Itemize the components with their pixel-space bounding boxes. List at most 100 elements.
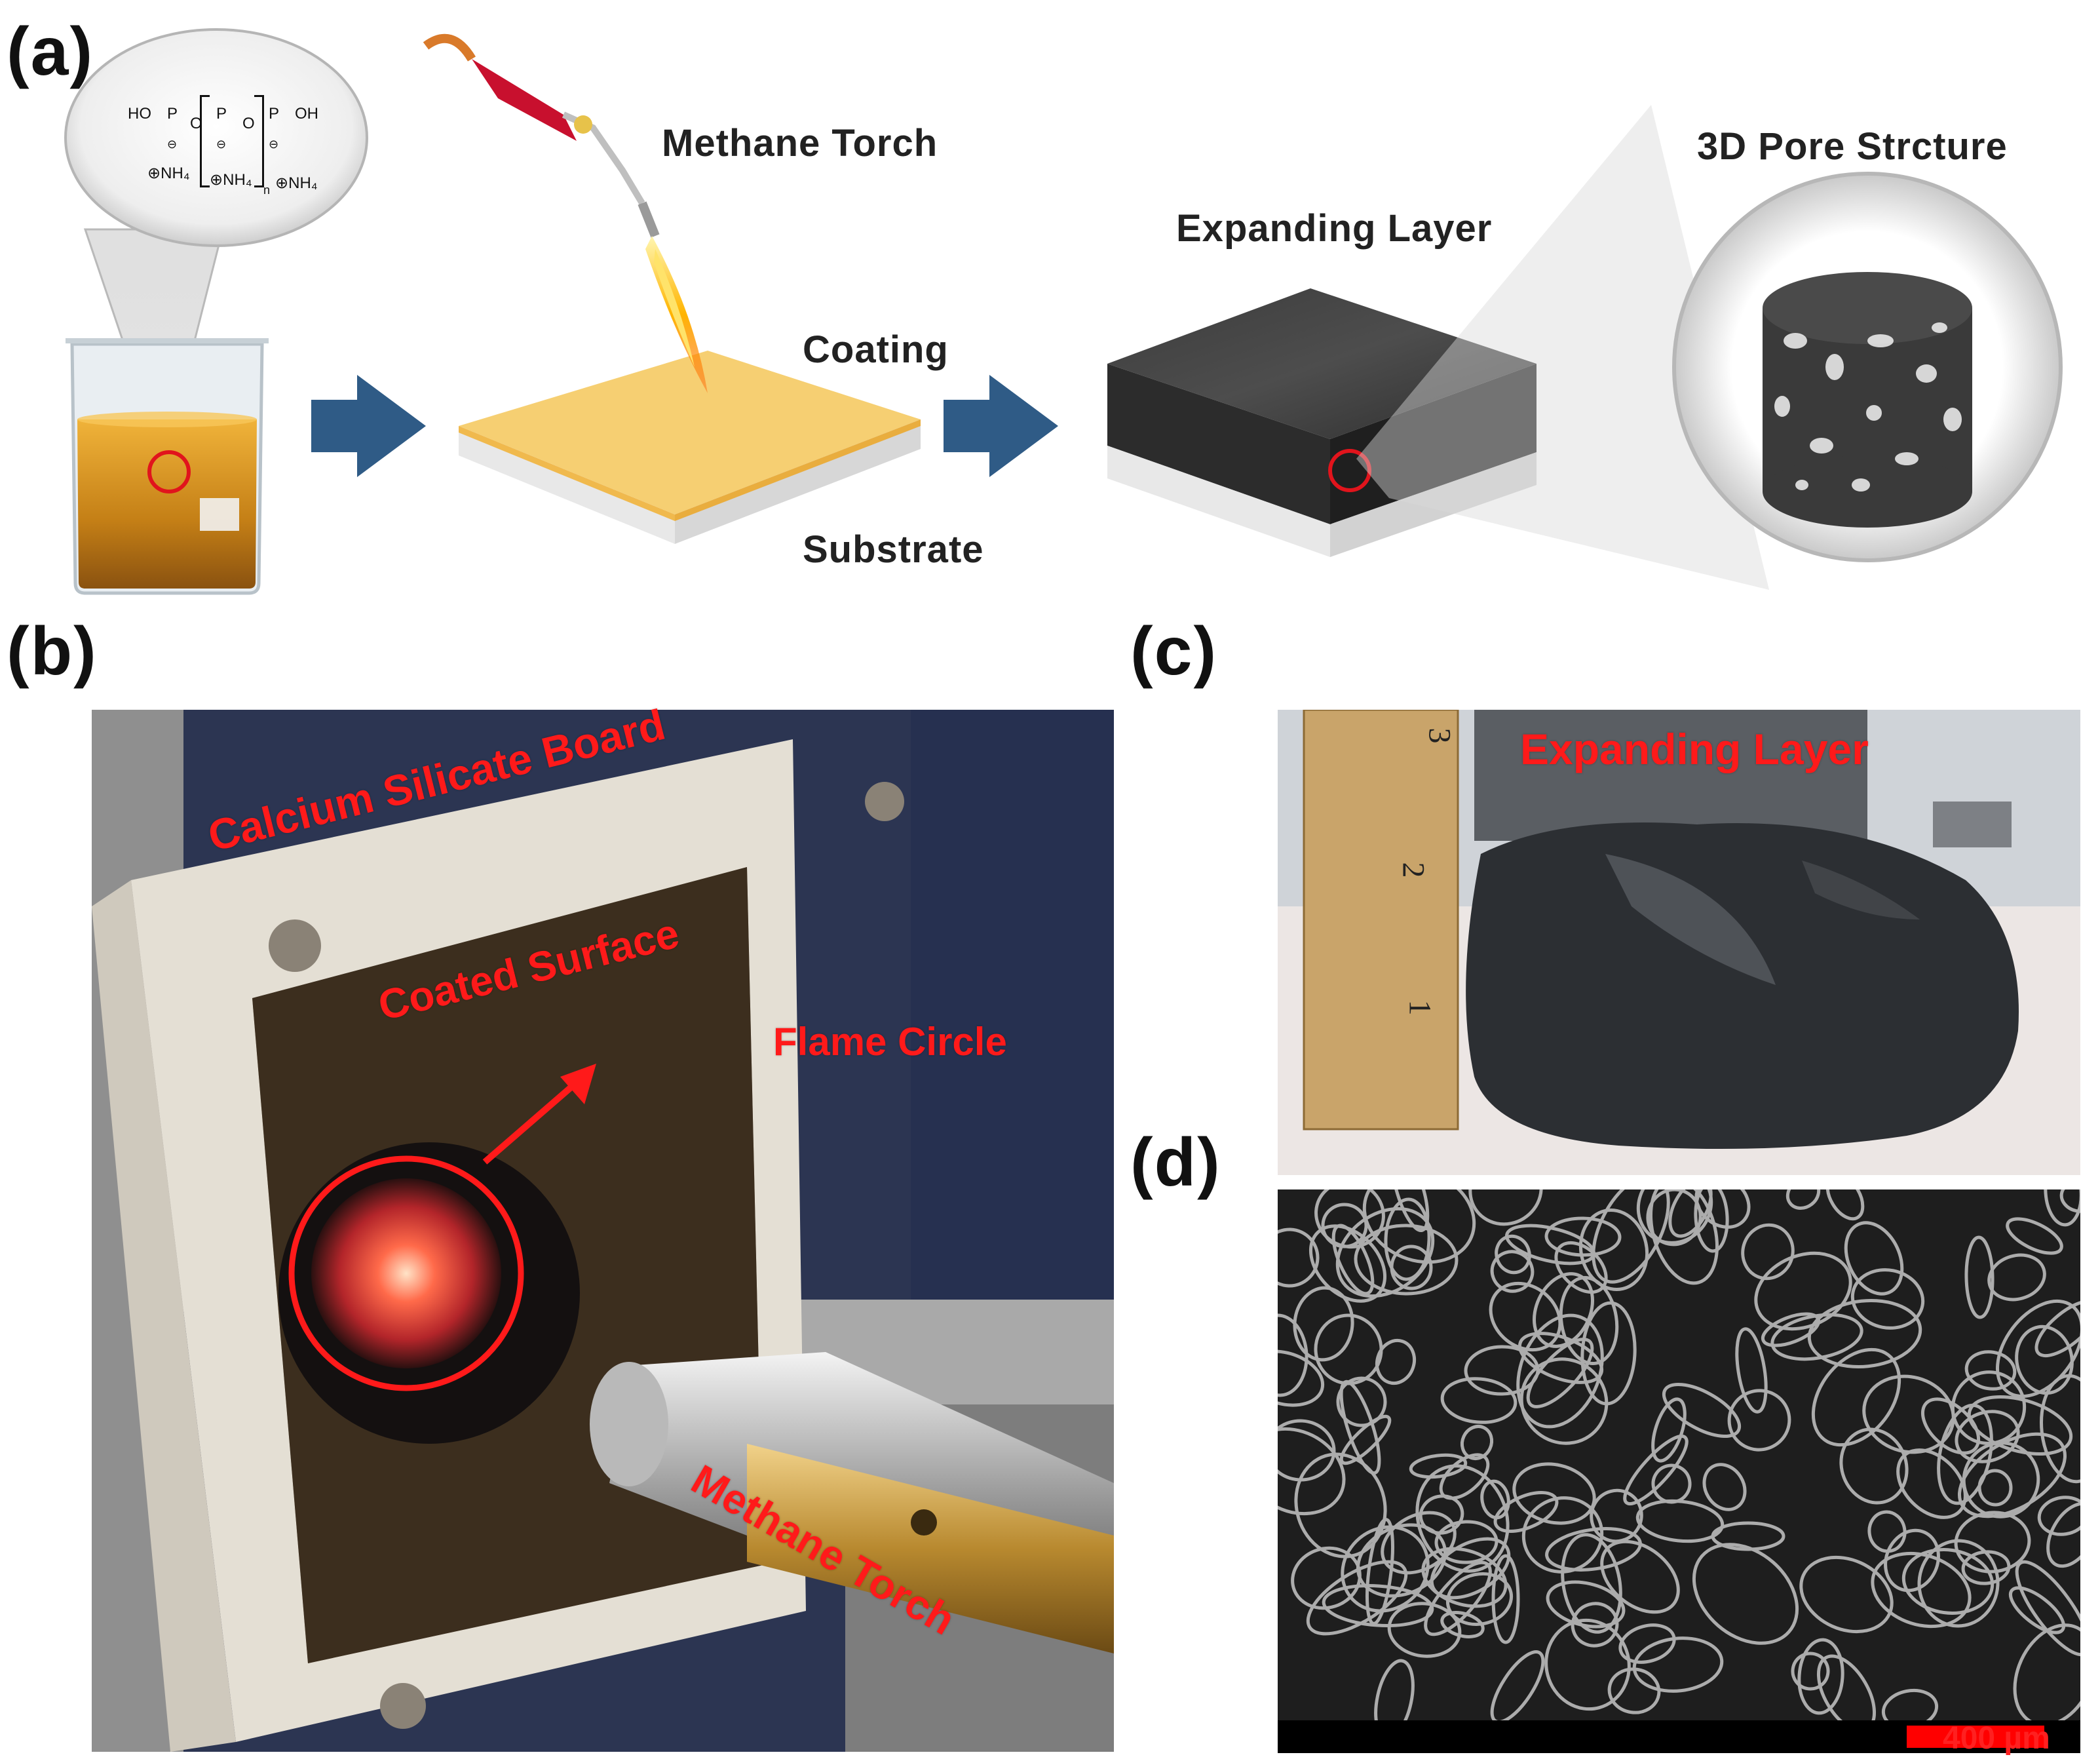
foam-cell xyxy=(1791,1652,1830,1691)
foam-cell xyxy=(1505,1224,1595,1266)
chem-nh4-2: ⊕NH₄ xyxy=(210,171,252,189)
foam-cell xyxy=(2046,1501,2080,1568)
expanding-layer-photo xyxy=(1278,710,2080,1175)
chem-bracket-left xyxy=(200,95,210,187)
foam-cell xyxy=(1807,1298,1922,1369)
foam-cell xyxy=(1862,1374,1955,1454)
foam-cell xyxy=(1578,1208,1649,1291)
chem-ho: HO xyxy=(128,105,151,123)
foam-cell xyxy=(2015,1560,2080,1657)
foam-cell xyxy=(1937,1403,1993,1505)
foam-cell xyxy=(1964,1350,2017,1391)
foam-cell xyxy=(1964,1235,1995,1319)
foam-cell xyxy=(1387,1602,1462,1658)
foam-cell xyxy=(1390,1189,1430,1232)
foam-cell xyxy=(1607,1667,1661,1714)
chem-nh4-1: ⊕NH₄ xyxy=(147,164,190,182)
foam-cell xyxy=(2037,1496,2080,1536)
foam-cell xyxy=(1489,1281,1562,1352)
foam-cell xyxy=(2015,1324,2074,1395)
foam-cell xyxy=(1668,1189,1713,1238)
foam-cell xyxy=(1662,1382,1742,1439)
foam-cell xyxy=(1384,1197,1431,1281)
foam-cell xyxy=(1735,1327,1768,1414)
foam-cell xyxy=(1480,1479,1510,1520)
foam-cell xyxy=(1871,1551,1972,1629)
foam-cell xyxy=(1331,1224,1375,1296)
foam-cell xyxy=(1341,1525,1430,1613)
foam-cell xyxy=(1867,1510,1907,1553)
panel-b-label: (b) xyxy=(7,613,98,689)
foam-cell xyxy=(1571,1602,1619,1648)
foam-cell xyxy=(1651,1397,1687,1463)
foam-cell xyxy=(1339,1414,1392,1465)
foam-cell xyxy=(1430,1537,1511,1600)
chem-neg-1: ⊖ xyxy=(167,138,178,151)
chem-n: n xyxy=(263,184,271,197)
foam-cell xyxy=(1490,1250,1535,1293)
methane-torch-label: Methane Torch xyxy=(662,122,938,164)
foam-cell xyxy=(1409,1453,1468,1479)
foam-cell xyxy=(1278,1313,1308,1397)
pore-structure-label: 3D Pore Strcture xyxy=(1697,125,2008,168)
foam-cell xyxy=(1884,1528,1940,1593)
foam-cell xyxy=(1850,1268,1925,1330)
pore-structure-sphere xyxy=(1672,172,2063,562)
foam-cell xyxy=(1375,1338,1417,1385)
foam-cell xyxy=(1362,1189,1476,1264)
foam-cell xyxy=(1727,1389,1791,1452)
foam-cell xyxy=(1825,1189,1865,1221)
foam-cell xyxy=(1618,1623,1676,1664)
chemical-structure: HO P O P O P OH ⊖ ⊖ ⊖ ⊕NH₄ ⊕NH₄ n ⊕NH₄ xyxy=(111,79,334,203)
foam-cell xyxy=(1754,1251,1852,1331)
foam-cell xyxy=(2044,1189,2080,1227)
chem-neg-2: ⊖ xyxy=(216,138,227,151)
foam-cell xyxy=(1460,1425,1494,1460)
expanding-layer-block xyxy=(1107,105,1769,590)
foam-cell xyxy=(1339,1380,1381,1475)
structure-bubble xyxy=(64,28,368,247)
foam-cell xyxy=(1278,1349,1325,1407)
foam-cell xyxy=(1917,1539,2000,1628)
foam-cell xyxy=(1294,1452,1387,1558)
ruler-mark-1: 1 xyxy=(1402,999,1438,1016)
foam-cell xyxy=(1415,1464,1510,1573)
foam-cell xyxy=(2039,1374,2080,1484)
chem-p3: P xyxy=(269,105,280,123)
foam-cell xyxy=(1896,1448,1967,1519)
foam-cell xyxy=(2034,1299,2080,1358)
foam-cell xyxy=(1987,1253,2046,1302)
foam-cell xyxy=(1544,1618,1631,1711)
foam-cell xyxy=(1468,1189,1543,1226)
panel-a-label: (a) xyxy=(7,14,94,90)
scale-bar-label: 400 µm xyxy=(1943,1721,2050,1756)
foam-cell xyxy=(1521,1496,1604,1574)
chem-nh4-3: ⊕NH₄ xyxy=(275,174,318,192)
process-arrow-2 xyxy=(944,375,1058,477)
ruler-mark-3: 3 xyxy=(1422,727,1457,744)
foam-cell xyxy=(2008,1586,2066,1634)
foam-cell xyxy=(1335,1207,1435,1298)
foam-cell xyxy=(1516,1313,1604,1429)
foam-cell xyxy=(2006,1217,2063,1255)
substrate-label: Substrate xyxy=(803,528,984,571)
foam-cell xyxy=(1635,1499,1725,1543)
foam-cell xyxy=(1421,1547,1508,1608)
beaker-icon xyxy=(66,338,269,595)
foam-cell xyxy=(1306,1560,1408,1636)
foam-cell xyxy=(1561,1533,1622,1634)
foam-cell xyxy=(1901,1548,1995,1615)
foam-cell xyxy=(1954,1511,2031,1574)
foam-cell xyxy=(1785,1189,1821,1210)
coated-substrate xyxy=(459,351,921,544)
foam-cell xyxy=(1694,1189,1729,1253)
foam-cell xyxy=(1519,1357,1609,1445)
coating-label: Coating xyxy=(803,328,949,371)
panel-c-label: (c) xyxy=(1130,613,1218,689)
foam-cell xyxy=(1702,1463,1747,1511)
chem-p2: P xyxy=(216,105,227,123)
foam-cell xyxy=(1322,1584,1434,1627)
chem-o2: O xyxy=(242,115,255,132)
foam-cell xyxy=(1797,1638,1844,1715)
foam-cell xyxy=(1962,1441,2040,1518)
